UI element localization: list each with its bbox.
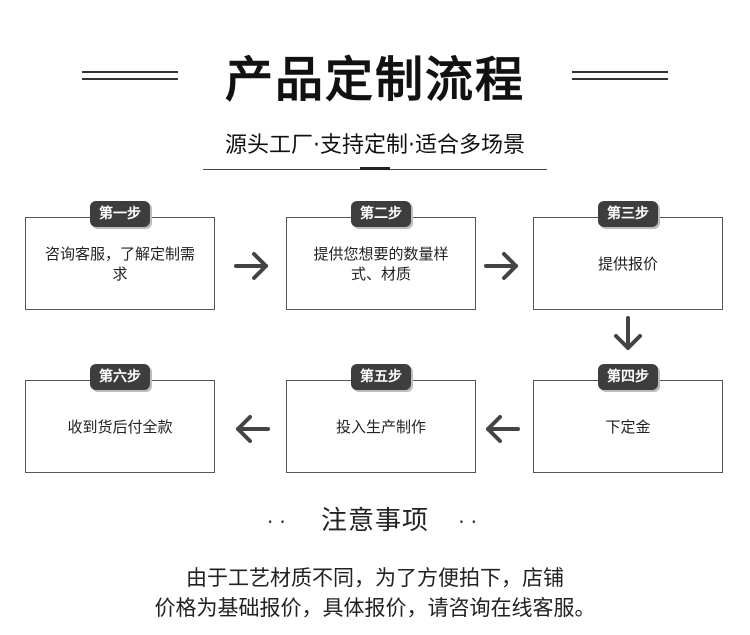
arrow-left-icon [486, 415, 520, 443]
step-4-badge: 第四步 [598, 364, 658, 390]
step-1-badge: 第一步 [90, 201, 150, 227]
arrow-left-icon [236, 415, 270, 443]
step-2-text: 提供您想要的数量样式、材质 [313, 244, 449, 283]
step-3-text: 提供报价 [597, 254, 658, 273]
step-4-box: 下定金 [533, 380, 723, 473]
notes-line-2: 价格为基础报价，具体报价，请咨询在线客服。 [154, 596, 596, 620]
step-3-box: 提供报价 [533, 217, 723, 310]
notes-line-1: 由于工艺材质不同，为了方便拍下，店铺 [186, 566, 564, 590]
notes-left-dots: ·· [267, 510, 292, 534]
subtitle-underline-accent [360, 167, 390, 170]
step-4-text: 下定金 [605, 417, 651, 436]
title-left-double-line [82, 71, 178, 80]
arrow-right-icon [234, 252, 268, 280]
step-1-box: 咨询客服，了解定制需求 [25, 217, 215, 310]
step-5-box: 投入生产制作 [286, 380, 476, 473]
arrow-down-icon [614, 316, 642, 350]
step-1-text: 咨询客服，了解定制需求 [44, 244, 195, 283]
step-5-text: 投入生产制作 [335, 417, 426, 436]
step-2-box: 提供您想要的数量样式、材质 [286, 217, 476, 310]
arrow-right-icon [484, 252, 518, 280]
page-subtitle: 源头工厂·支持定制·适合多场景 [225, 133, 525, 158]
step-5-badge: 第五步 [351, 364, 411, 390]
step-6-badge: 第六步 [90, 364, 150, 390]
title-right-double-line [572, 71, 668, 80]
step-3-badge: 第三步 [598, 201, 658, 227]
step-2-badge: 第二步 [351, 201, 411, 227]
notes-title: 注意事项 [320, 506, 429, 536]
step-6-box: 收到货后付全款 [25, 380, 215, 473]
page-title: 产品定制流程 [224, 52, 525, 108]
notes-right-dots: ·· [458, 510, 483, 534]
step-6-text: 收到货后付全款 [67, 417, 173, 436]
notes-heading: ·· 注意事项 ·· [0, 500, 750, 537]
